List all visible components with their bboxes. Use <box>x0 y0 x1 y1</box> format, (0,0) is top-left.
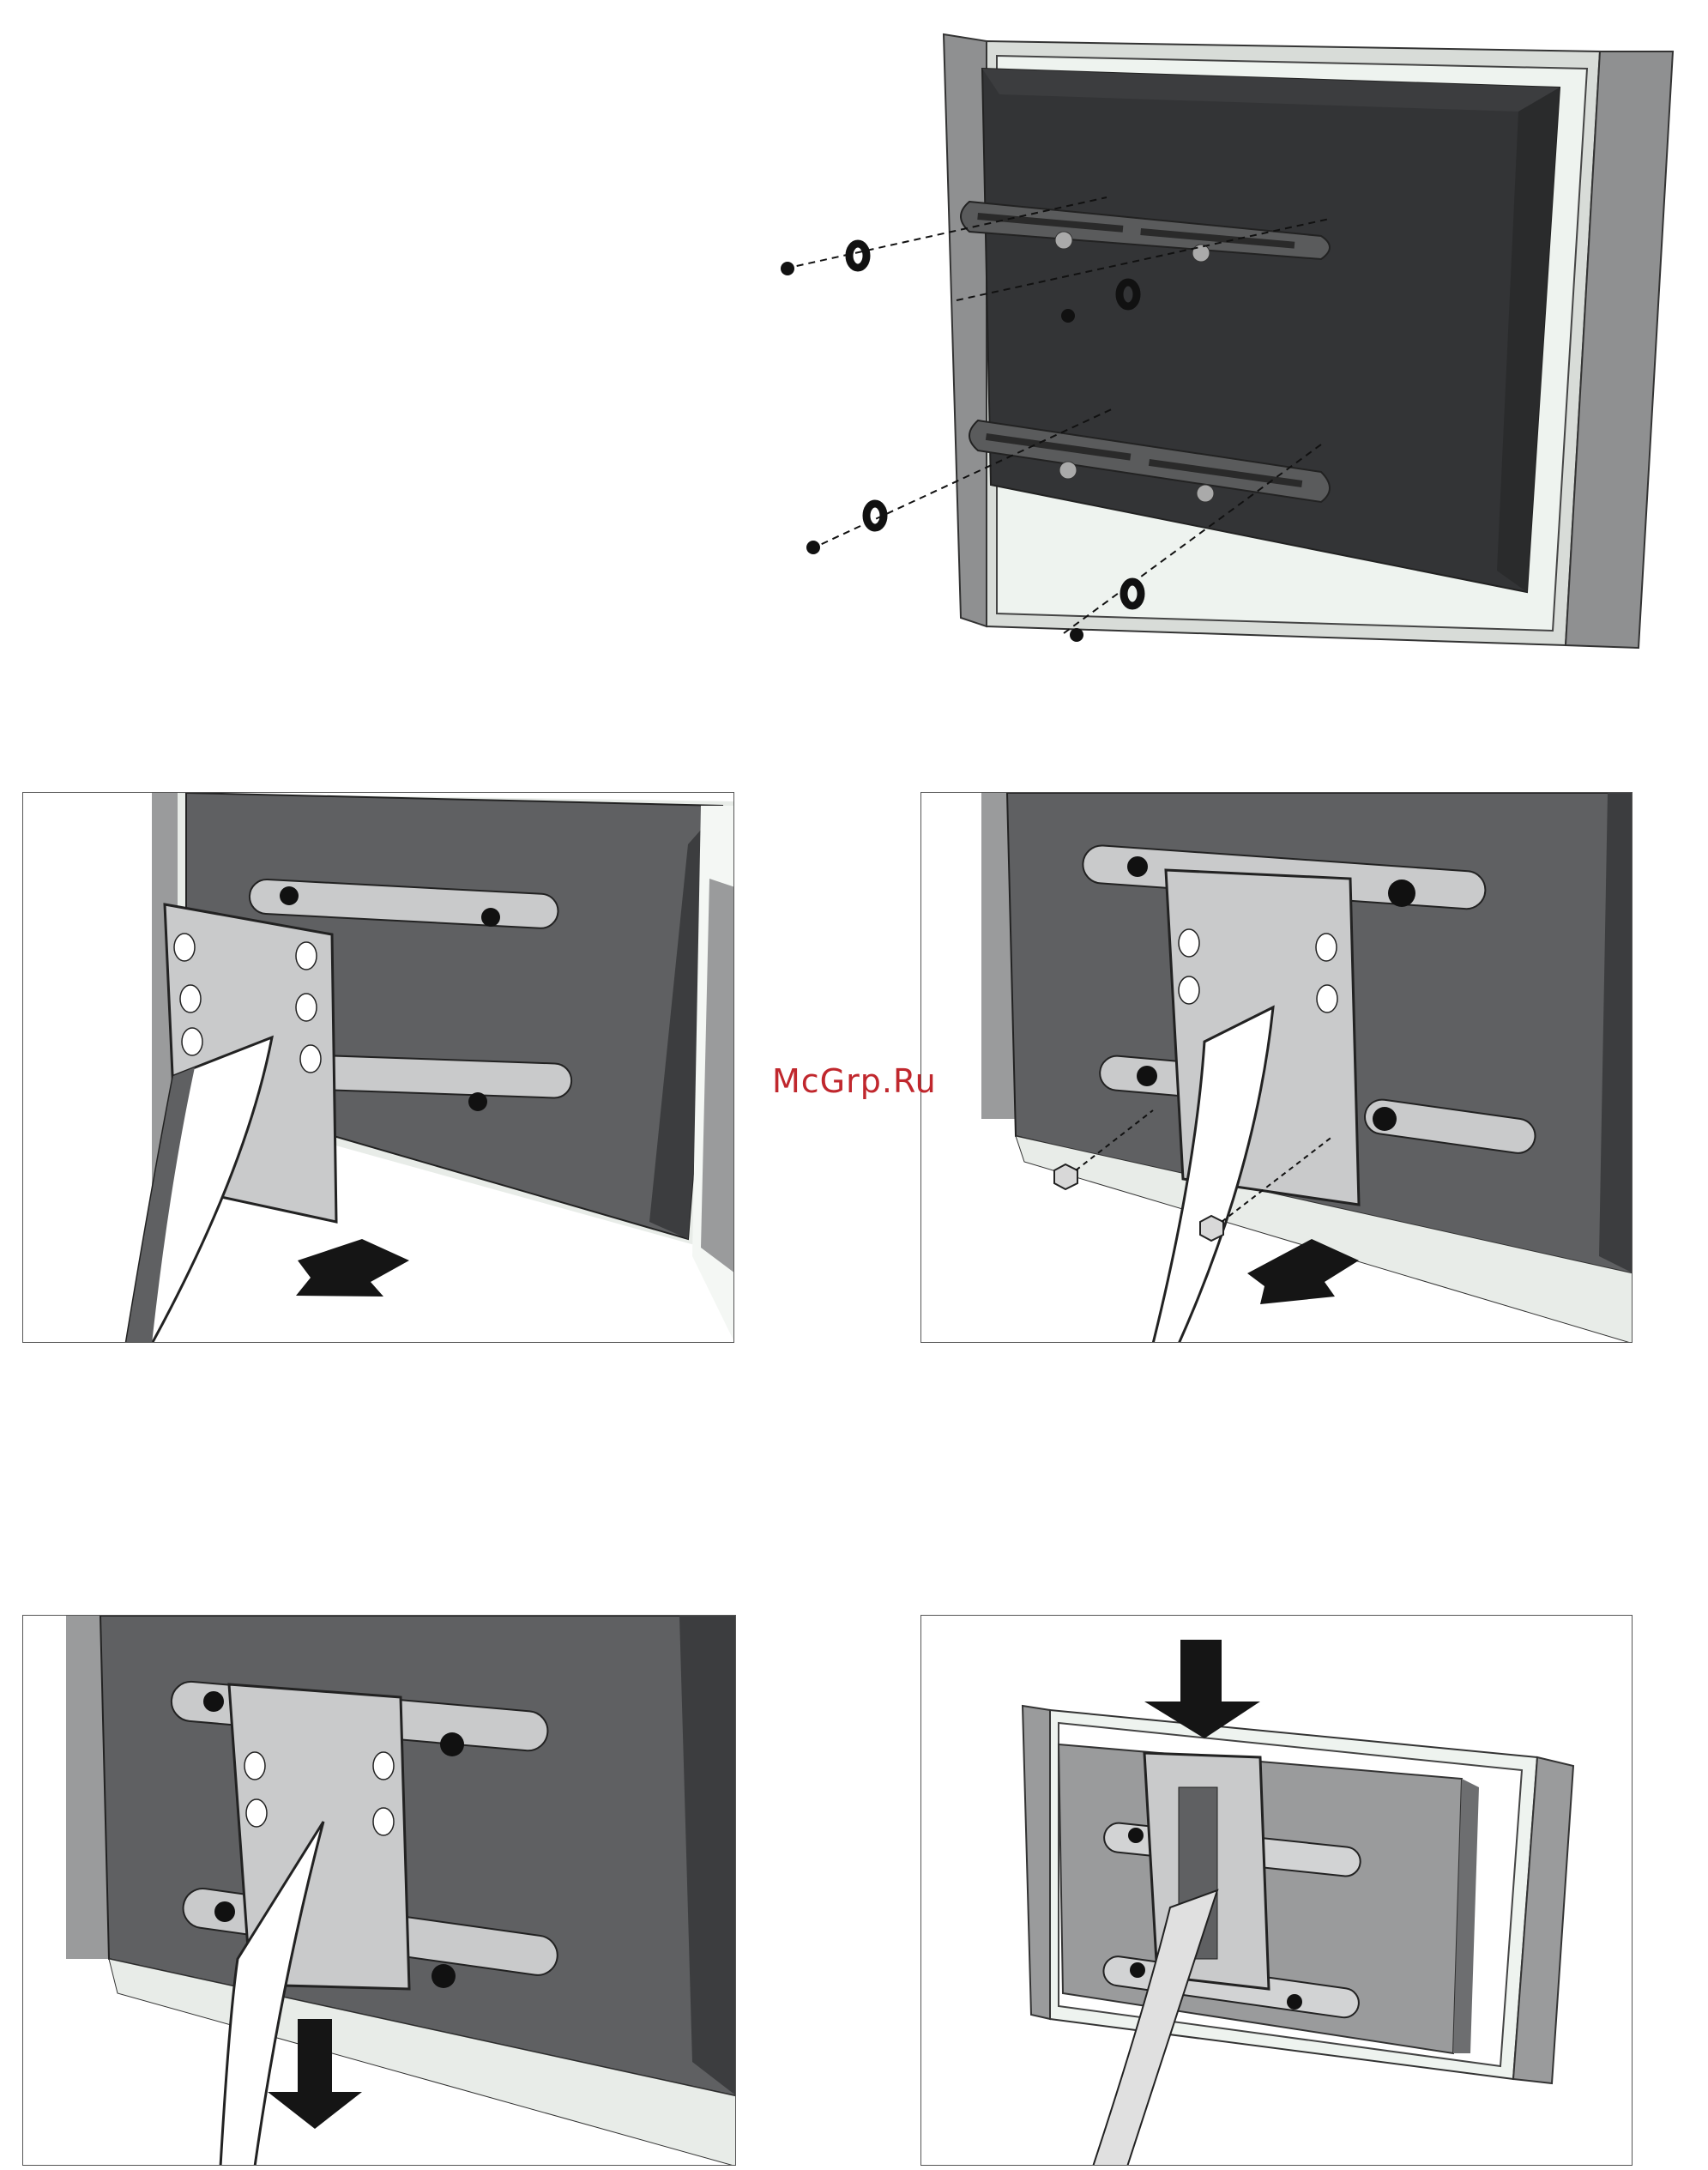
figure-step-2 <box>22 792 734 1343</box>
figure-step-4 <box>22 1615 736 2166</box>
nut-icon <box>1054 1164 1077 1189</box>
nut-icon <box>1200 1216 1223 1241</box>
screw-icon <box>781 262 794 275</box>
washer-icon <box>866 504 884 528</box>
screw-icon <box>1070 628 1083 642</box>
left-speaker-icon <box>944 34 987 626</box>
arrow-icon <box>296 1239 409 1297</box>
washer-icon <box>849 244 866 268</box>
figure-step-1 <box>772 26 1699 661</box>
figure-step-5 <box>920 1615 1633 2166</box>
screw-icon <box>1061 309 1075 323</box>
figure-step-3 <box>920 792 1633 1343</box>
screw-icon <box>806 541 820 554</box>
watermark-text: McGrp.Ru <box>772 1062 937 1100</box>
